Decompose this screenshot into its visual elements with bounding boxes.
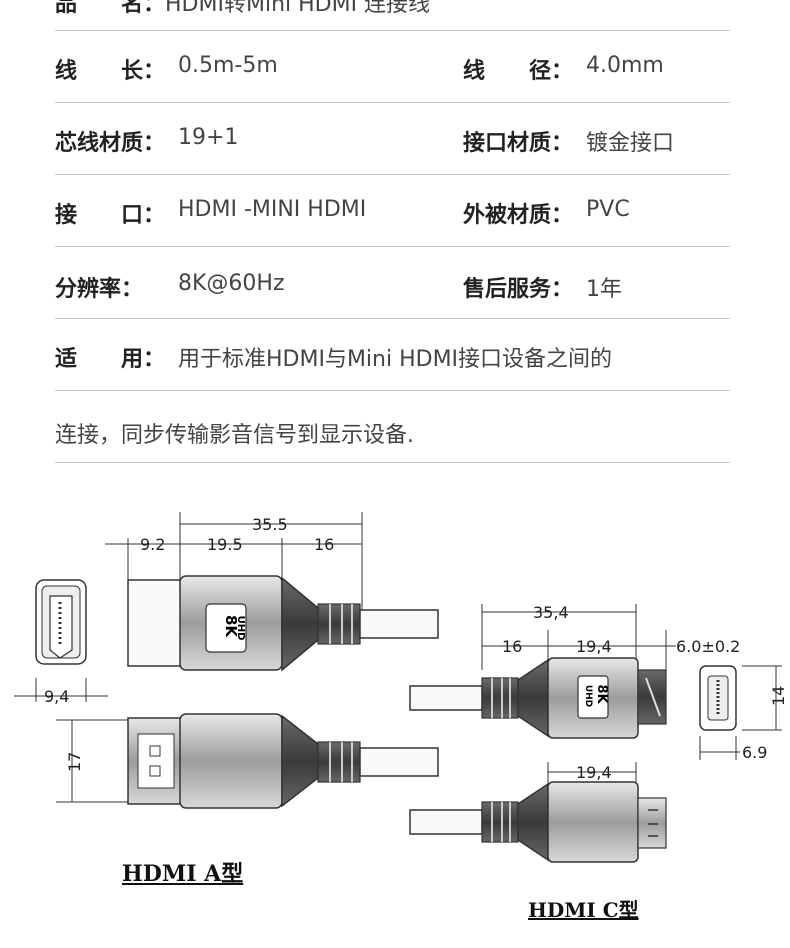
- hdmi-c-side-view: 19,4: [409, 762, 667, 863]
- hdmi-a-top-view: 35.5 9.2 19.5 16 8K UHD: [105, 512, 439, 672]
- spec-value: 19+1: [178, 125, 239, 150]
- spec-value: 0.5m-5m: [178, 53, 278, 78]
- spec-row: 适 用： 用于标准HDMI与Mini HDMI接口设备之间的: [55, 319, 730, 391]
- dim-a-boot: 16: [314, 535, 334, 554]
- hdmi-a-side-view: 17: [56, 713, 439, 809]
- spec-value: 8K@60Hz: [178, 271, 285, 296]
- spec-label: 品 名：: [55, 0, 166, 17]
- spec-value: 1年: [586, 277, 622, 302]
- spec-label: 芯线材质：: [55, 131, 166, 156]
- spec-label: 分辨率：: [55, 277, 144, 302]
- dim-a-tip: 9.2: [140, 535, 165, 554]
- dim-c-width: 6.9: [742, 743, 767, 762]
- badge-uhd: UHD: [235, 616, 246, 641]
- spec-value: 用于标准HDMI与Mini HDMI接口设备之间的: [178, 347, 613, 372]
- badge-8k: 8K: [594, 684, 609, 704]
- spec-value: 镀金接口: [586, 131, 675, 156]
- spec-row-product-name: 品 名：HDMI转Mini HDMI 连接线: [55, 0, 430, 18]
- spec-label: 售后服务：: [463, 277, 574, 302]
- hdmi-a-port-view: 9,4: [14, 579, 108, 706]
- spec-label: 适 用：: [55, 347, 166, 372]
- hdmi-c-port-view: 14 6.9: [699, 665, 788, 762]
- spec-row: 线 长： 0.5m-5m 线 径： 4.0mm: [55, 31, 730, 103]
- dim-a-body: 19.5: [207, 535, 243, 554]
- spec-value: PVC: [586, 197, 630, 222]
- spec-label: 线 径：: [463, 59, 574, 84]
- spec-label: 接口材质：: [463, 131, 574, 156]
- spec-value: HDMI -MINI HDMI: [178, 197, 367, 222]
- hdmi-c-top-view: 35,4 16 19,4 6.0±0.2 8K UHD: [409, 603, 740, 739]
- spec-row: 接 口： HDMI -MINI HDMI 外被材质： PVC: [55, 175, 730, 247]
- row-divider: [55, 0, 730, 31]
- caption-hdmi-a: HDMI A型: [122, 861, 244, 887]
- spec-label: 接 口：: [55, 203, 166, 228]
- spec-value: HDMI转Mini HDMI 连接线: [165, 0, 431, 17]
- spec-row: 芯线材质： 19+1 接口材质： 镀金接口: [55, 103, 730, 175]
- spec-row: 连接，同步传输影音信号到显示设备.: [55, 391, 730, 463]
- dim-c-boot: 16: [502, 637, 522, 656]
- badge-uhd: UHD: [583, 685, 593, 707]
- dimension-drawing: 35.5 9.2 19.5 16 8K UHD 9,4 17: [14, 512, 788, 863]
- dim-c-body: 19,4: [576, 637, 612, 656]
- dim-a-width: 9,4: [44, 687, 69, 706]
- usage-continuation: 连接，同步传输影音信号到显示设备.: [55, 423, 414, 448]
- caption-hdmi-c: HDMI C型: [528, 898, 639, 922]
- dim-c-total: 35,4: [533, 603, 569, 622]
- dim-c-height: 14: [769, 686, 788, 706]
- spec-row: 分辨率： 8K@60Hz 售后服务： 1年: [55, 247, 730, 319]
- spec-label: 线 长：: [55, 59, 166, 84]
- dim-a-total: 35.5: [252, 515, 288, 534]
- dim-c-tip: 6.0±0.2: [676, 637, 740, 656]
- dim-a-height: 17: [65, 752, 84, 772]
- badge-8k: 8K: [222, 615, 240, 638]
- dim-c-body2: 19,4: [576, 763, 612, 782]
- spec-value: 4.0mm: [586, 53, 664, 78]
- spec-label: 外被材质：: [463, 203, 574, 228]
